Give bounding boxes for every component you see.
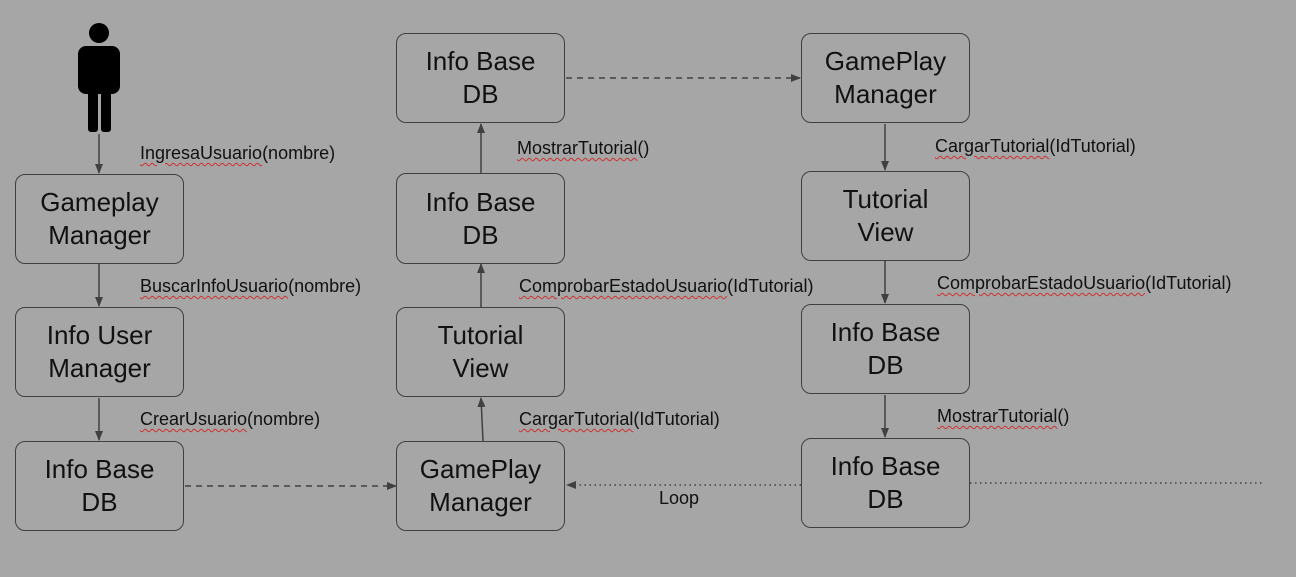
label-args: (IdTutorial) — [727, 276, 814, 296]
box-line-1: Info Base — [44, 454, 155, 484]
label-method: BuscarInfoUsuario — [140, 276, 289, 296]
label-method: ComprobarEstadoUsuario — [519, 276, 728, 296]
label-method: IngresaUsuario — [140, 143, 263, 163]
box-line-2: View — [452, 353, 509, 383]
label-cargar-tutorial: CargarTutorial(IdTutorial) — [519, 409, 720, 430]
user-actor-icon — [78, 23, 120, 132]
label-crear-usuario: CrearUsuario(nombre) — [140, 409, 320, 430]
label-args: (IdTutorial) — [633, 409, 720, 429]
box-line-2: Manager — [48, 220, 151, 250]
label-method: ComprobarEstadoUsuario — [937, 273, 1146, 293]
label-buscar-info-usuario: BuscarInfoUsuario(nombre) — [140, 276, 361, 297]
label-args: () — [1057, 406, 1070, 426]
box-line-1: Info Base — [425, 186, 536, 217]
box-line-2: View — [857, 217, 914, 247]
loop-label: Loop — [659, 488, 700, 508]
box-line-1: Info Base — [830, 451, 941, 481]
box-line-2: DB — [867, 350, 904, 380]
label-cargar-tutorial-2: CargarTutorial(IdTutorial) — [935, 136, 1136, 157]
label-comprobar-estado-usuario: ComprobarEstadoUsuario(IdTutorial) — [519, 276, 813, 297]
arrow-gameplay-to-tutorial — [477, 397, 486, 442]
box-line-2: Manager — [429, 487, 532, 517]
box-line-1: Info Base — [830, 317, 941, 347]
label-args: (IdTutorial) — [1049, 136, 1136, 156]
label-method: MostrarTutorial — [517, 138, 638, 158]
label-mostrar-tutorial-2: MostrarTutorial() — [937, 406, 1069, 427]
box-line-1: GamePlay — [419, 454, 542, 484]
label-mostrar-tutorial: MostrarTutorial() — [517, 138, 649, 159]
label-ingresa-usuario: IngresaUsuario(nombre) — [140, 143, 335, 164]
label-method: CargarTutorial — [935, 136, 1050, 156]
box-line-1: Gameplay — [40, 187, 159, 217]
box-line-1: Tutorial — [842, 184, 929, 214]
box-line-2: Manager — [834, 79, 937, 109]
box-line-2: Manager — [48, 353, 151, 383]
label-args: (nombre) — [247, 409, 321, 429]
box-line-2: DB — [81, 487, 118, 517]
box-line-2: DB — [462, 219, 499, 250]
label-args: (nombre) — [262, 143, 336, 163]
box-line-1: GamePlay — [824, 46, 947, 76]
label-args: (nombre) — [288, 276, 362, 296]
label-method: CrearUsuario — [140, 409, 248, 429]
box-line-1: Tutorial — [437, 320, 524, 350]
box-line-2: DB — [462, 79, 499, 109]
label-method: CargarTutorial — [519, 409, 634, 429]
box-line-1: Info Base — [425, 46, 536, 76]
box-line-1: Info User — [46, 320, 153, 350]
label-comprobar-estado-usuario-2: ComprobarEstadoUsuario(IdTutorial) — [937, 273, 1231, 294]
box-line-2: DB — [867, 484, 904, 514]
label-args: (IdTutorial) — [1145, 273, 1232, 293]
label-method: MostrarTutorial — [937, 406, 1058, 426]
label-args: () — [637, 138, 650, 158]
